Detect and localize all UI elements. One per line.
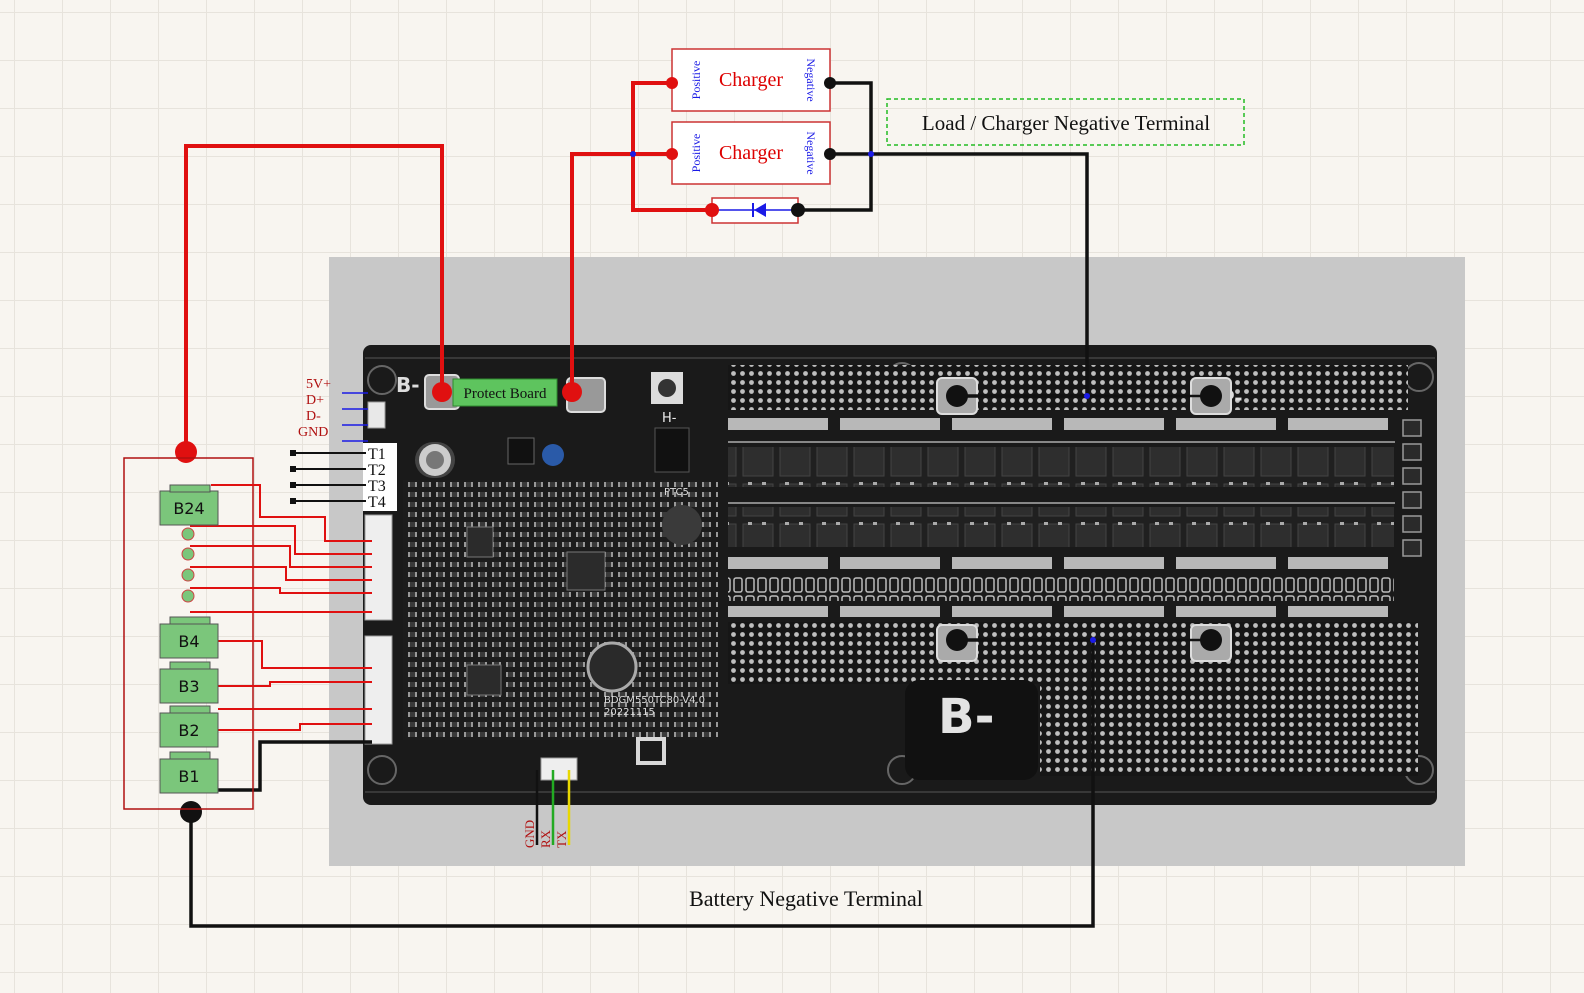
junction-red — [175, 441, 197, 463]
mounting-hole — [367, 365, 397, 395]
protection-board: PTC5 H- B- P- BDGM550TC80-V4.0 20221115 … — [363, 345, 1437, 805]
charger-positive-wire — [570, 152, 672, 392]
cell-b3-label: B3 — [178, 677, 199, 696]
pin-t2: T2 — [368, 462, 386, 479]
charger-1-positive-pin — [666, 77, 678, 89]
mosfet-row-lower — [728, 507, 1394, 547]
charger-1-negative-pin — [824, 77, 836, 89]
protect-board-label: Protect Board — [464, 386, 547, 402]
battery-terminal-label: Battery Negative Terminal — [689, 886, 923, 911]
board-b-small-label: B- — [396, 373, 420, 397]
chip-secondary — [466, 526, 494, 558]
b-minus-panel — [905, 680, 1038, 780]
charger-2-negative: Negative — [804, 131, 818, 174]
coin-cell-holder — [586, 641, 638, 693]
cell-b4-label: B4 — [178, 632, 199, 651]
charger-1-positive: Positive — [689, 61, 703, 100]
busbar-strips-top — [728, 418, 1388, 617]
ptc-component — [662, 505, 702, 545]
chip-main — [566, 551, 606, 591]
charger-2-positive-pin — [666, 148, 678, 160]
junction-black — [180, 801, 202, 823]
battery-positive-wire — [184, 144, 444, 452]
cell-placeholder — [181, 589, 195, 603]
pin-t4: T4 — [368, 494, 386, 511]
load-terminal-box — [886, 98, 1245, 146]
h-minus-label: H- — [662, 411, 677, 426]
chip-tertiary — [466, 664, 502, 696]
cell-b1 — [159, 758, 219, 794]
battery-pack-outline — [123, 457, 254, 810]
charger-positive-bus — [631, 81, 708, 212]
mounting-hole — [367, 755, 397, 785]
inductor — [507, 437, 535, 465]
cell-b3 — [159, 668, 219, 704]
pin-dplus: D+ — [306, 393, 324, 408]
charger-negative-bus — [798, 81, 873, 212]
uart-connector — [540, 757, 578, 781]
pin-t1: T1 — [368, 446, 386, 463]
charger-1-negative: Negative — [804, 58, 818, 101]
charger-2-label: Charger — [719, 142, 783, 164]
mosfet-row-upper — [728, 447, 1394, 487]
cell-placeholder — [181, 527, 195, 541]
uart-pins: GND RX TX — [522, 770, 571, 848]
diode — [705, 197, 805, 224]
charger-1-label: Charger — [719, 69, 783, 91]
diode-icon — [754, 203, 766, 217]
cell-b2-label: B2 — [178, 721, 199, 740]
junction-p-left — [946, 385, 968, 407]
pin-t3: T3 — [368, 478, 386, 495]
uart-tx: TX — [554, 830, 569, 848]
cell-placeholder — [181, 547, 195, 561]
edge-terminals — [1402, 419, 1422, 557]
h-minus-component — [654, 427, 690, 473]
uart-gnd: GND — [522, 820, 537, 848]
junction-p-right — [1200, 385, 1222, 407]
junction-b-terminal — [432, 382, 452, 402]
comm-pins: 5V+ D+ D- GND — [298, 377, 368, 442]
cell-placeholder — [181, 568, 195, 582]
pad-array-bottom — [728, 622, 1418, 684]
resistor-row — [728, 576, 1394, 601]
charger-2-negative-pin — [824, 148, 836, 160]
protect-board-box — [452, 378, 558, 407]
junction-b-left — [946, 629, 968, 651]
comm-connector — [367, 401, 386, 429]
cell-b4 — [159, 623, 219, 659]
wire-junctions — [175, 151, 1222, 823]
uart-rx: RX — [538, 829, 553, 848]
battery-pack: B24 B4 B3 B2 B1 — [123, 457, 372, 810]
ptc-label: PTC5 — [664, 487, 689, 498]
balance-connector-lower — [364, 635, 393, 745]
pin-dminus: D- — [306, 409, 321, 424]
load-terminal-label: Load / Charger Negative Terminal — [922, 111, 1210, 135]
b1-negative-wire — [218, 740, 372, 792]
small-cap — [542, 444, 564, 466]
junction-c-terminal — [562, 382, 582, 402]
temp-pins: T1 T2 T3 T4 — [290, 443, 397, 511]
charger-2: Charger Positive Negative — [671, 121, 831, 185]
junction-b-right — [1200, 629, 1222, 651]
positive-wiring — [184, 81, 708, 452]
board-date-text: 20221115 — [604, 707, 655, 718]
cell-b1-label: B1 — [178, 767, 199, 786]
cell-b24-label: B24 — [173, 499, 204, 518]
pad-array-top — [728, 365, 1408, 410]
charger-1: Charger Positive Negative — [671, 48, 831, 112]
pad-array-bottom-right — [1040, 684, 1418, 776]
charger-2-positive: Positive — [689, 134, 703, 173]
pin-gnd: GND — [298, 425, 328, 440]
board-model-text: BDGM550TC80-V4.0 — [604, 695, 705, 706]
cell-b2 — [159, 712, 219, 748]
board-b-minus-large: B- — [938, 689, 995, 745]
pin-5v: 5V+ — [306, 377, 331, 392]
